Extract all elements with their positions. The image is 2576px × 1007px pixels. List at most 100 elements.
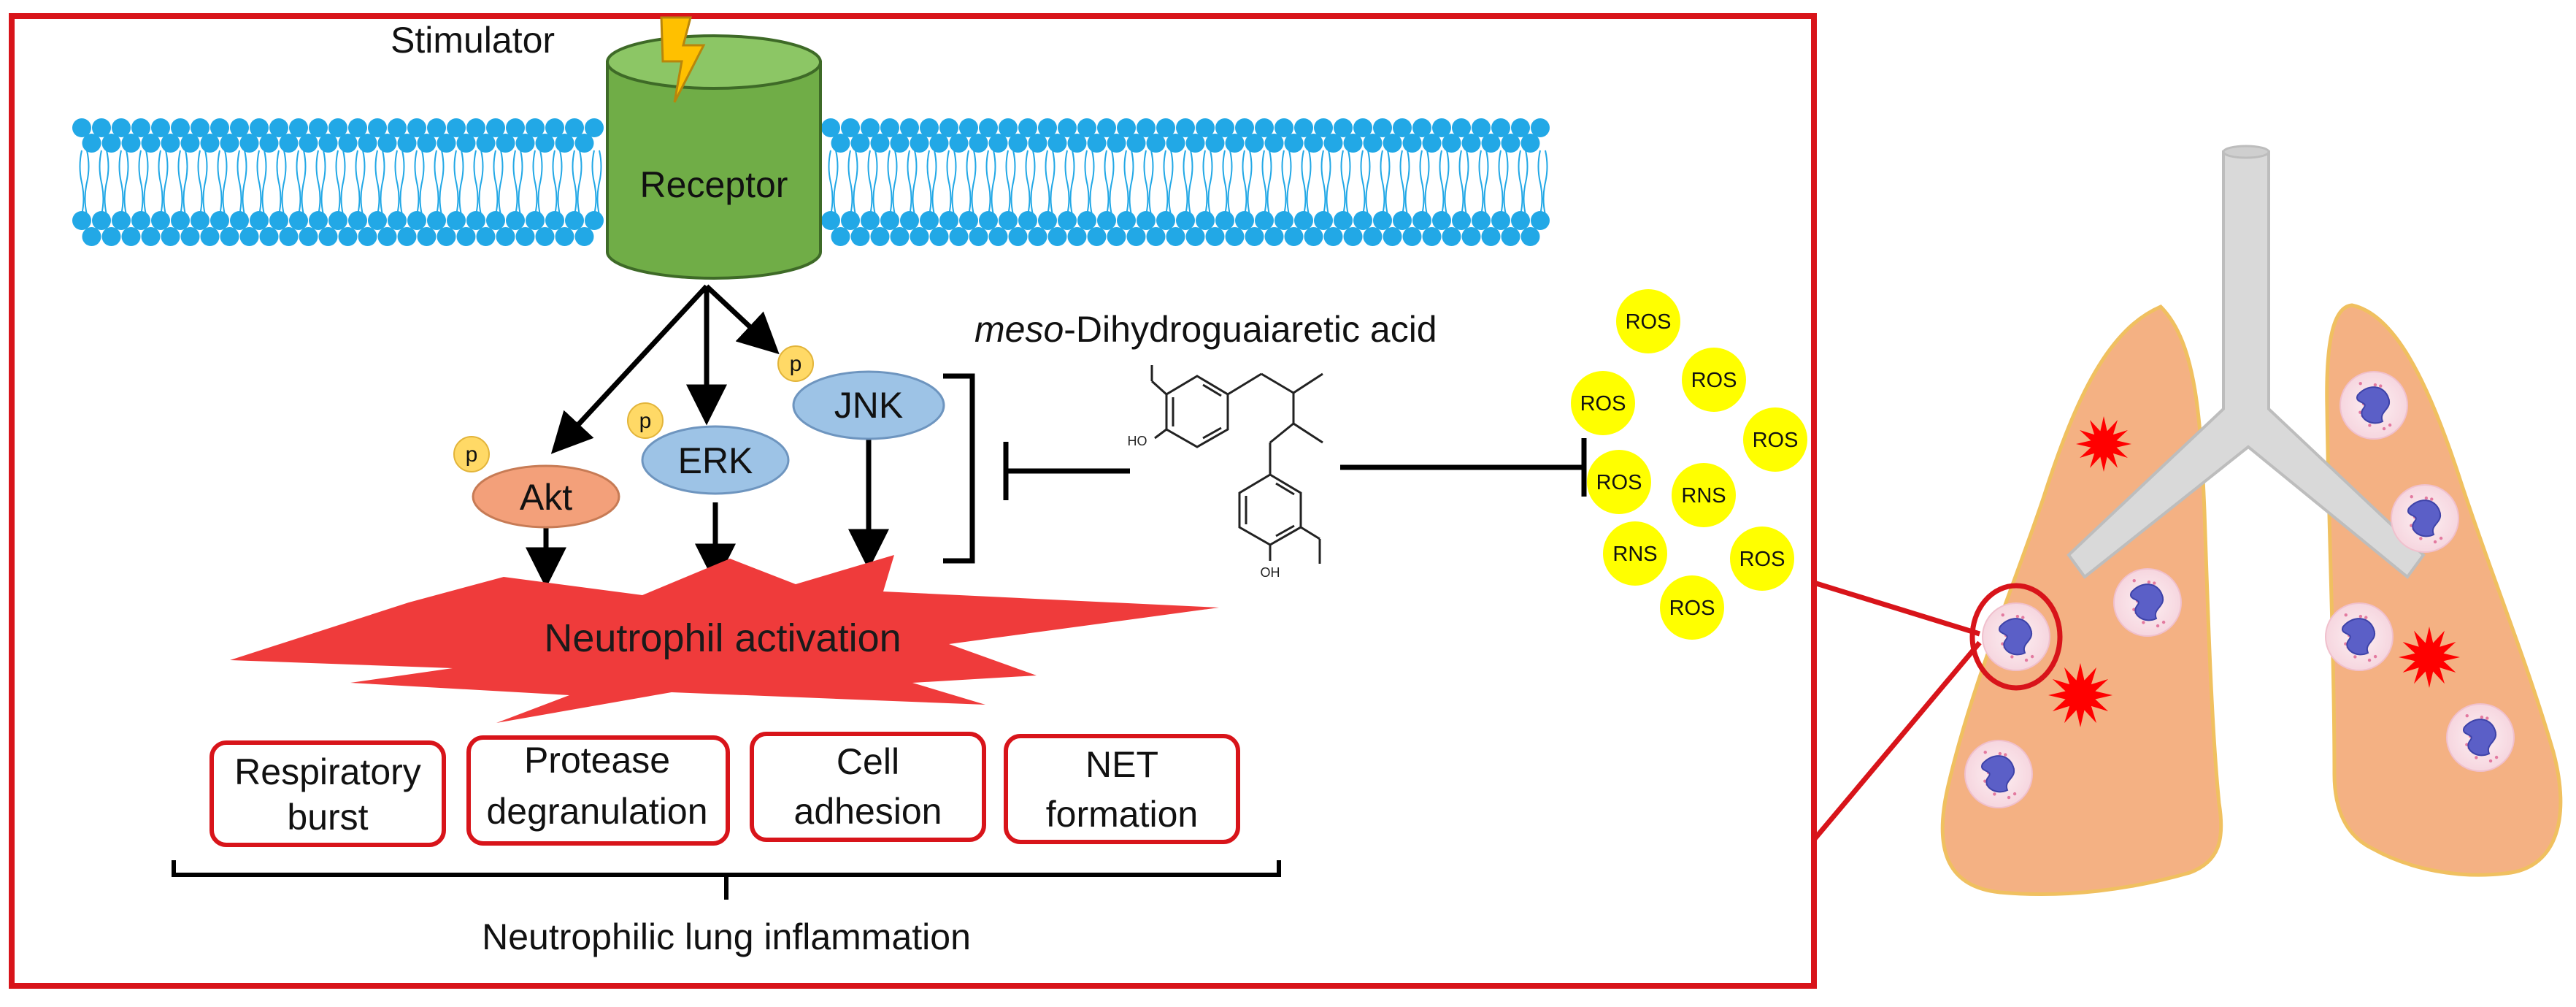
lipid-head xyxy=(1520,227,1540,246)
lipid-head xyxy=(545,211,564,230)
svg-text:ROS: ROS xyxy=(1626,310,1672,334)
lipid-head xyxy=(101,134,121,153)
lipid-head xyxy=(101,227,121,246)
lipid-head xyxy=(180,134,200,153)
lipid-head xyxy=(72,118,91,137)
lipid-head xyxy=(1156,118,1175,137)
lipid-head xyxy=(506,118,525,137)
lipid-head xyxy=(1166,134,1185,153)
svg-text:adhesion: adhesion xyxy=(794,791,942,832)
lipid-head xyxy=(506,211,525,230)
lipid-head xyxy=(1146,134,1166,153)
lipid-head xyxy=(555,134,574,153)
lungs-illustration xyxy=(1940,145,2563,896)
lipid-head xyxy=(1166,227,1185,246)
lipid-head xyxy=(1442,227,1461,246)
lipid-head xyxy=(496,227,515,246)
phospho-badge-akt: p xyxy=(453,436,490,472)
phospho-badge-jnk: p xyxy=(777,345,814,382)
lipid-head xyxy=(1156,211,1175,230)
lipid-head xyxy=(112,118,131,137)
lipid-head xyxy=(1126,134,1146,153)
lipid-head xyxy=(850,227,870,246)
lipid-head xyxy=(1491,118,1510,137)
svg-text:ROS: ROS xyxy=(1691,369,1737,392)
lipid-head xyxy=(447,118,466,137)
lipid-head xyxy=(1225,227,1245,246)
lipid-head xyxy=(299,134,318,153)
lipid-head xyxy=(1334,118,1353,137)
lipid-head xyxy=(1126,227,1146,246)
lipid-head xyxy=(988,134,1008,153)
inhibition-bar-radicals xyxy=(1340,438,1587,497)
lipid-head xyxy=(1235,211,1254,230)
lipid-head xyxy=(999,118,1018,137)
lipid-head xyxy=(585,118,604,137)
radical-ros: ROS xyxy=(1587,450,1651,514)
lipid-head xyxy=(466,211,485,230)
lipid-head xyxy=(1491,211,1510,230)
lipid-head xyxy=(82,134,101,153)
lipid-head xyxy=(1107,134,1126,153)
lipid-head xyxy=(1047,227,1067,246)
lipid-head xyxy=(161,134,180,153)
lipid-head xyxy=(1176,211,1195,230)
lipid-head xyxy=(1058,211,1077,230)
lipid-head xyxy=(368,118,387,137)
lipid-head xyxy=(1353,211,1372,230)
lipid-head xyxy=(861,118,880,137)
lipid-head xyxy=(1038,118,1057,137)
lipid-head xyxy=(1255,118,1274,137)
neutrophil-cell-icon xyxy=(2339,371,2408,440)
lipid-head xyxy=(200,227,220,246)
lipid-head xyxy=(92,211,111,230)
lipid-head xyxy=(1117,118,1136,137)
lipid-head xyxy=(456,134,476,153)
lipid-head xyxy=(1028,134,1047,153)
erk-label: ERK xyxy=(678,440,753,481)
lipid-head xyxy=(447,211,466,230)
lipid-head xyxy=(1008,134,1028,153)
neutrophil-cell-icon xyxy=(2325,602,2394,671)
lipid-head xyxy=(880,211,899,230)
lipid-head xyxy=(515,227,535,246)
lipid-head xyxy=(1077,118,1096,137)
lipid-head xyxy=(1067,134,1087,153)
lipid-head xyxy=(348,211,367,230)
lipid-head xyxy=(1334,211,1353,230)
outcome-label: Neutrophilic lung inflammation xyxy=(482,916,971,957)
outcome-brace xyxy=(172,860,1281,900)
lipid-head xyxy=(1215,118,1234,137)
stimulator-label: Stimulator xyxy=(391,20,555,61)
lipid-head xyxy=(1373,211,1392,230)
lipid-head xyxy=(377,227,397,246)
lipid-head xyxy=(939,118,958,137)
lightning-bolt-icon xyxy=(660,16,706,103)
lipid-head xyxy=(929,227,949,246)
svg-text:ROS: ROS xyxy=(1753,429,1799,452)
lipid-head xyxy=(1511,118,1530,137)
radical-ros: ROS xyxy=(1571,371,1635,435)
lipid-head xyxy=(250,211,269,230)
radical-rns: RNS xyxy=(1603,521,1667,586)
lipid-head xyxy=(1196,211,1215,230)
lipid-head xyxy=(171,118,190,137)
lipid-head xyxy=(910,227,929,246)
inhibition-bar-kinases xyxy=(1003,442,1130,500)
lipid-head xyxy=(388,211,407,230)
lipid-head xyxy=(1314,211,1333,230)
lipid-head xyxy=(1304,134,1323,153)
lipid-head xyxy=(1245,134,1264,153)
lipid-head xyxy=(1008,227,1028,246)
tissue-damage-stars xyxy=(2048,416,2460,727)
svg-text:RNS: RNS xyxy=(1612,543,1657,566)
lipid-head xyxy=(880,118,899,137)
lipid-head xyxy=(151,211,170,230)
lipid-head xyxy=(821,118,840,137)
lipid-head xyxy=(1393,118,1412,137)
svg-text:ROS: ROS xyxy=(1739,548,1785,571)
signal-arrows xyxy=(526,284,889,589)
neutrophil-cell-icon xyxy=(2446,703,2515,772)
lipid-head xyxy=(969,227,988,246)
lipid-head xyxy=(1383,134,1402,153)
